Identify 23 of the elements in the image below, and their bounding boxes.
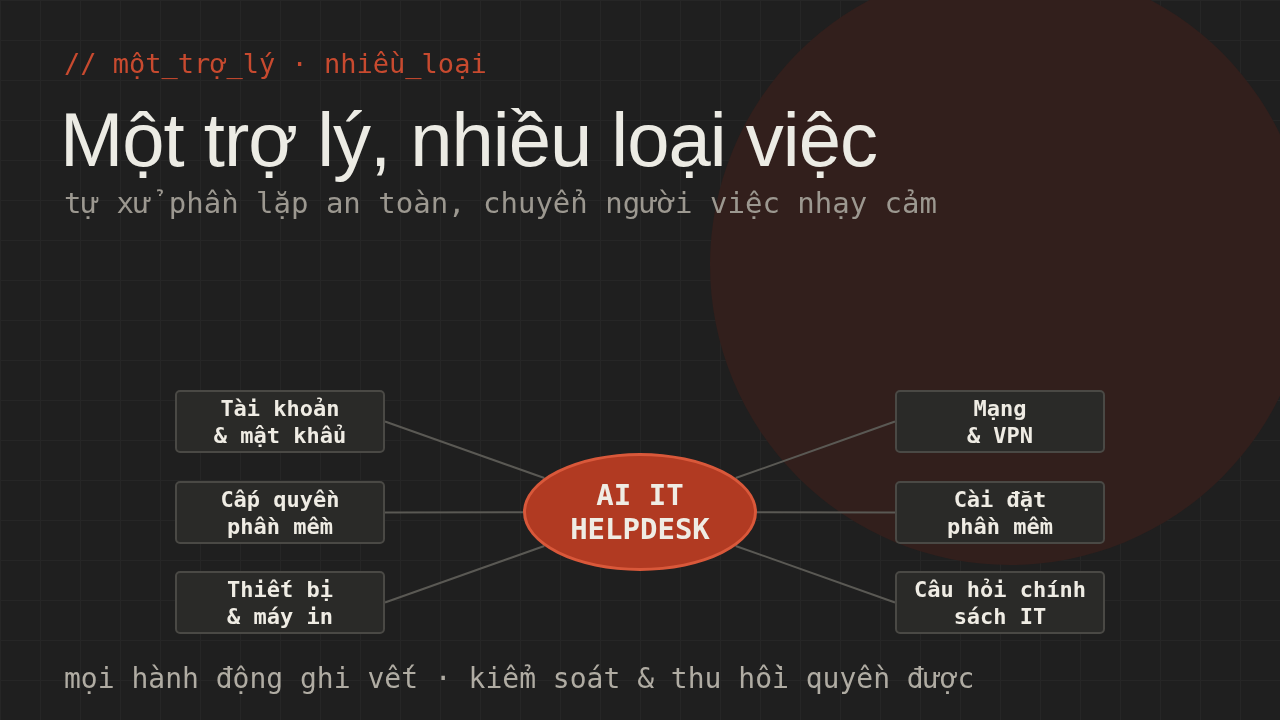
connector-line [734,544,896,604]
footer-note: mọi hành động ghi vết · kiểm soát & thu hồi quyền được [64,662,975,695]
connector-line [734,420,896,480]
topic-box [175,481,385,544]
topic-box [175,571,385,634]
node-label: AI IT HELPDESK [569,478,711,546]
subtitle: tự xử phần lặp an toàn, chuyển người việc nhạy cảm [64,186,937,220]
node-label: Mạng & VPN [965,394,1035,449]
connector-line [384,511,524,514]
node-label: Thiết bị & máy in [226,575,334,630]
connector-line [756,511,896,514]
topic-box [895,571,1105,634]
topic-box [895,390,1105,453]
topic-box [895,481,1105,544]
title: Một trợ lý, nhiều loại việc [60,96,877,183]
node-label: Cài đặt phần mềm [946,485,1054,540]
connector-line [384,420,546,480]
node-label: Cấp quyền phần mềm [219,485,341,540]
connector-line [384,544,546,604]
node-label: Tài khoản & mật khẩu [212,394,348,449]
node-label: Câu hỏi chính sách IT [912,575,1088,630]
topic-box [175,390,385,453]
section-tag: // một_trợ_lý · nhiều_loại [64,48,487,79]
